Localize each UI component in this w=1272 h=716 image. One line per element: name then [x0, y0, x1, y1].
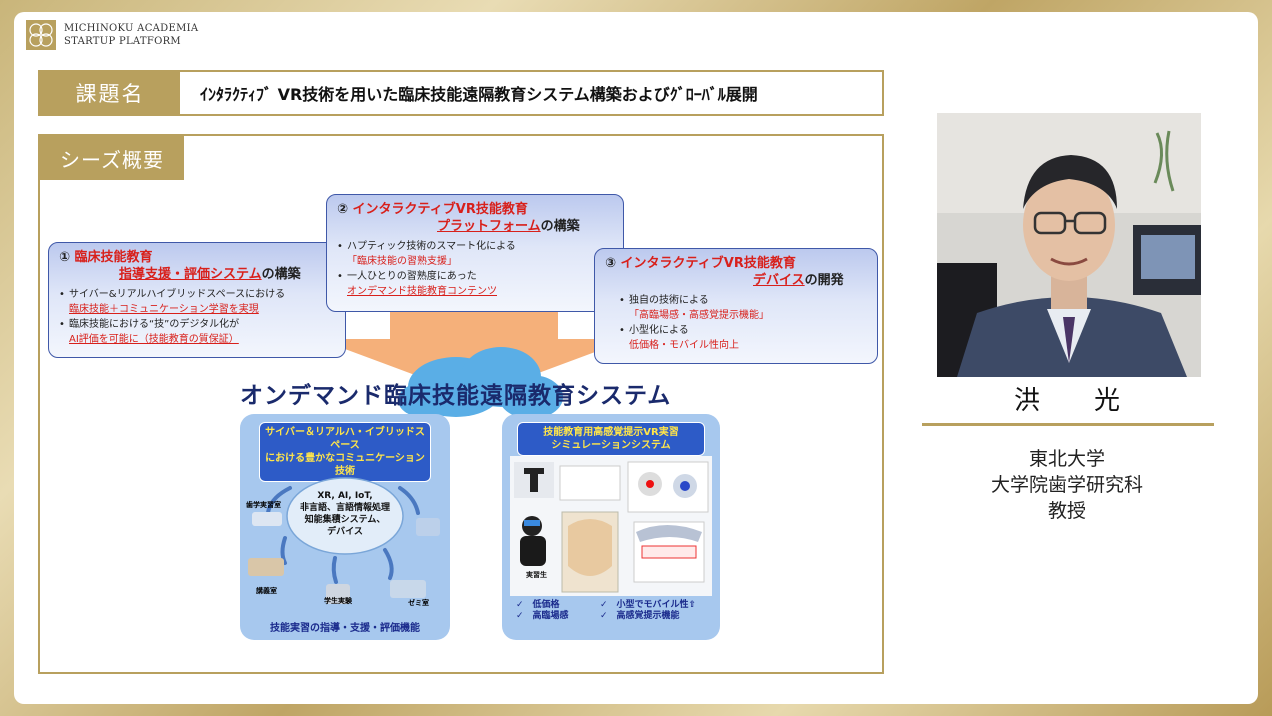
panel-vr-simulation: 技能教育用高感覚提示VR実習 シミュレーションシステム 実習生 ✓ 低価格 ✓	[502, 414, 720, 640]
center-line4: デバイス	[327, 527, 363, 537]
box1-title-line2: 指導支援・評価システム	[119, 267, 262, 282]
portrait-photo	[937, 113, 1201, 377]
box3-list: 独自の技術による 「高臨場感・高感覚提示機能」 小型化による 低価格・モバイル性…	[605, 293, 867, 353]
box1-number: ①	[59, 250, 71, 265]
box3-number: ③	[605, 256, 617, 271]
room-label-experiment: 学生実験	[324, 597, 352, 605]
box3-bullet-1: 独自の技術による	[619, 293, 867, 308]
name-underline	[922, 423, 1214, 426]
logo-line-1: MICHINOKU ACADEMIA	[64, 23, 199, 34]
box3-title-line2: デバイス	[753, 273, 805, 288]
box2-number: ②	[337, 202, 349, 217]
affiliation-graduate-school: 大学院歯学研究科	[990, 474, 1143, 496]
center-line3: 知能集積システム、	[304, 515, 386, 525]
box-vr-platform: ② インタラクティブVR技能教育 プラットフォームの構築 ハプティック技術のスマ…	[326, 194, 624, 312]
box2-title-line1: インタラクティブVR技能教育	[352, 202, 528, 217]
feature-mobility: ✓ 小型でモバイル性⇧	[600, 600, 697, 610]
box1-bullet-2-sub: AI評価を可能に（技能教育の質保証）	[69, 334, 239, 345]
title-bar: 課題名 ｲﾝﾀﾗｸﾃｨﾌﾞ VR技術を用いた臨床技能遠隔教育システム構築およびｸ…	[38, 70, 884, 116]
feature-haptic: ✓ 高感覚提示機能	[600, 611, 680, 621]
panel-right-heading-line1: 技能教育用高感覚提示VR実習	[543, 427, 679, 438]
project-title: ｲﾝﾀﾗｸﾃｨﾌﾞ VR技術を用いた臨床技能遠隔教育システム構築およびｸﾞﾛｰﾊ…	[200, 85, 758, 104]
box-clinical-skill-system: ① 臨床技能教育 指導支援・評価システムの構築 サイバー&リアルハイブリッドスペ…	[48, 242, 346, 358]
box1-title-line1: 臨床技能教育	[74, 250, 153, 265]
box2-title-suffix: の構築	[540, 219, 580, 234]
box3-title: ③ インタラクティブVR技能教育 デバイスの開発	[605, 255, 867, 289]
hybrid-center-text: XR, AI, IoT, 非言語、言語情報処理 知能集積システム、 デバイス	[295, 490, 395, 538]
box3-title-suffix: の開発	[804, 273, 844, 288]
feature-presence: ✓ 高臨場感	[516, 611, 569, 621]
box2-bullet-1-sub: 「臨床技能の習熟支援」	[347, 256, 457, 267]
panel-hybrid-space: サイバー＆リアルハ・イブリッドスペース における豊かなコミュニケーション技術 X…	[240, 414, 450, 640]
panel-right-heading: 技能教育用高感覚提示VR実習 シミュレーションシステム	[517, 422, 705, 456]
box2-bullet-1: ハプティック技術のスマート化による	[337, 239, 613, 254]
room-label-seminar: ゼミ室	[408, 599, 429, 607]
box2-bullet-2: 一人ひとりの習熟度にあった	[337, 269, 613, 284]
logo: MICHINOKU ACADEMIA STARTUP PLATFORM	[26, 20, 198, 50]
box2-list: ハプティック技術のスマート化による 「臨床技能の習熟支援」 一人ひとりの習熟度に…	[337, 239, 613, 299]
box3-bullet-2: 小型化による	[619, 323, 867, 338]
box2-bullet-2-sub: オンデマンド技能教育コンテンツ	[347, 286, 497, 297]
center-line1: XR, AI, IoT,	[317, 491, 373, 501]
affiliation-university: 東北大学	[1028, 448, 1105, 470]
feature-low-price: ✓ 低価格	[516, 600, 560, 610]
box2-title-line2: プラットフォーム	[437, 219, 541, 234]
panel-right-heading-line2: シミュレーションシステム	[551, 440, 671, 451]
box1-title: ① 臨床技能教育 指導支援・評価システムの構築	[59, 249, 335, 283]
person-name: 洪光	[1013, 386, 1174, 416]
room-label-dental-lab: 歯学実習室	[246, 501, 281, 509]
system-title: オンデマンド臨床技能遠隔教育システム	[240, 383, 672, 409]
panel-left-footer: 技能実習の指導・支援・評価機能	[270, 623, 420, 634]
seeds-label: シーズ概要	[40, 136, 184, 180]
feature-list: ✓ 低価格 ✓ 小型でモバイル性⇧ ✓ 高臨場感 ✓ 高感覚提示機能	[516, 600, 716, 622]
center-line2: 非言語、言語情報処理	[299, 503, 390, 513]
box1-list: サイバー&リアルハイブリッドスペースにおける 臨床技能＋コミュニケーション学習を…	[59, 287, 335, 347]
student-label: 実習生	[526, 571, 547, 579]
panel-left-heading-line1: サイバー＆リアルハ・イブリッドスペース	[265, 427, 425, 451]
vr-simulation-illustration	[510, 456, 712, 596]
box-vr-device: ③ インタラクティブVR技能教育 デバイスの開発 独自の技術による 「高臨場感・…	[594, 248, 878, 364]
box1-bullet-1: サイバー&リアルハイブリッドスペースにおける	[59, 287, 335, 302]
logo-emblem-icon	[26, 20, 56, 50]
box1-title-suffix: の構築	[261, 267, 301, 282]
box1-bullet-2: 臨床技能における“技”のデジタル化が	[59, 317, 335, 332]
cloud-shape	[398, 347, 563, 419]
box1-bullet-1-sub: 臨床技能＋コミュニケーション学習を実現	[69, 304, 259, 315]
room-label-lecture: 講義室	[256, 587, 277, 595]
logo-text: MICHINOKU ACADEMIA STARTUP PLATFORM	[64, 22, 198, 48]
panel-left-heading: サイバー＆リアルハ・イブリッドスペース における豊かなコミュニケーション技術	[258, 422, 432, 482]
seeds-overview-box: シーズ概要 ① 臨床技能教育 指導支援・評価システムの構築 サイバー&リアルハイ…	[38, 134, 884, 674]
title-label: 課題名	[40, 72, 180, 114]
affiliation-title: 教授	[1047, 500, 1086, 522]
box3-bullet-2-sub: 低価格・モバイル性向上	[629, 340, 739, 351]
portrait-illustration	[937, 113, 1201, 377]
box3-title-line1: インタラクティブVR技能教育	[620, 256, 796, 271]
hybrid-space-illustration	[248, 477, 440, 604]
logo-line-2: STARTUP PLATFORM	[64, 36, 181, 47]
panel-left-heading-line2: における豊かなコミュニケーション技術	[265, 453, 425, 477]
person-affiliation: 東北大学 大学院歯学研究科 教授	[920, 446, 1214, 524]
arrow-shape	[390, 310, 558, 340]
box3-bullet-1-sub: 「高臨場感・高感覚提示機能」	[629, 310, 769, 321]
box2-title: ② インタラクティブVR技能教育 プラットフォームの構築	[337, 201, 613, 235]
